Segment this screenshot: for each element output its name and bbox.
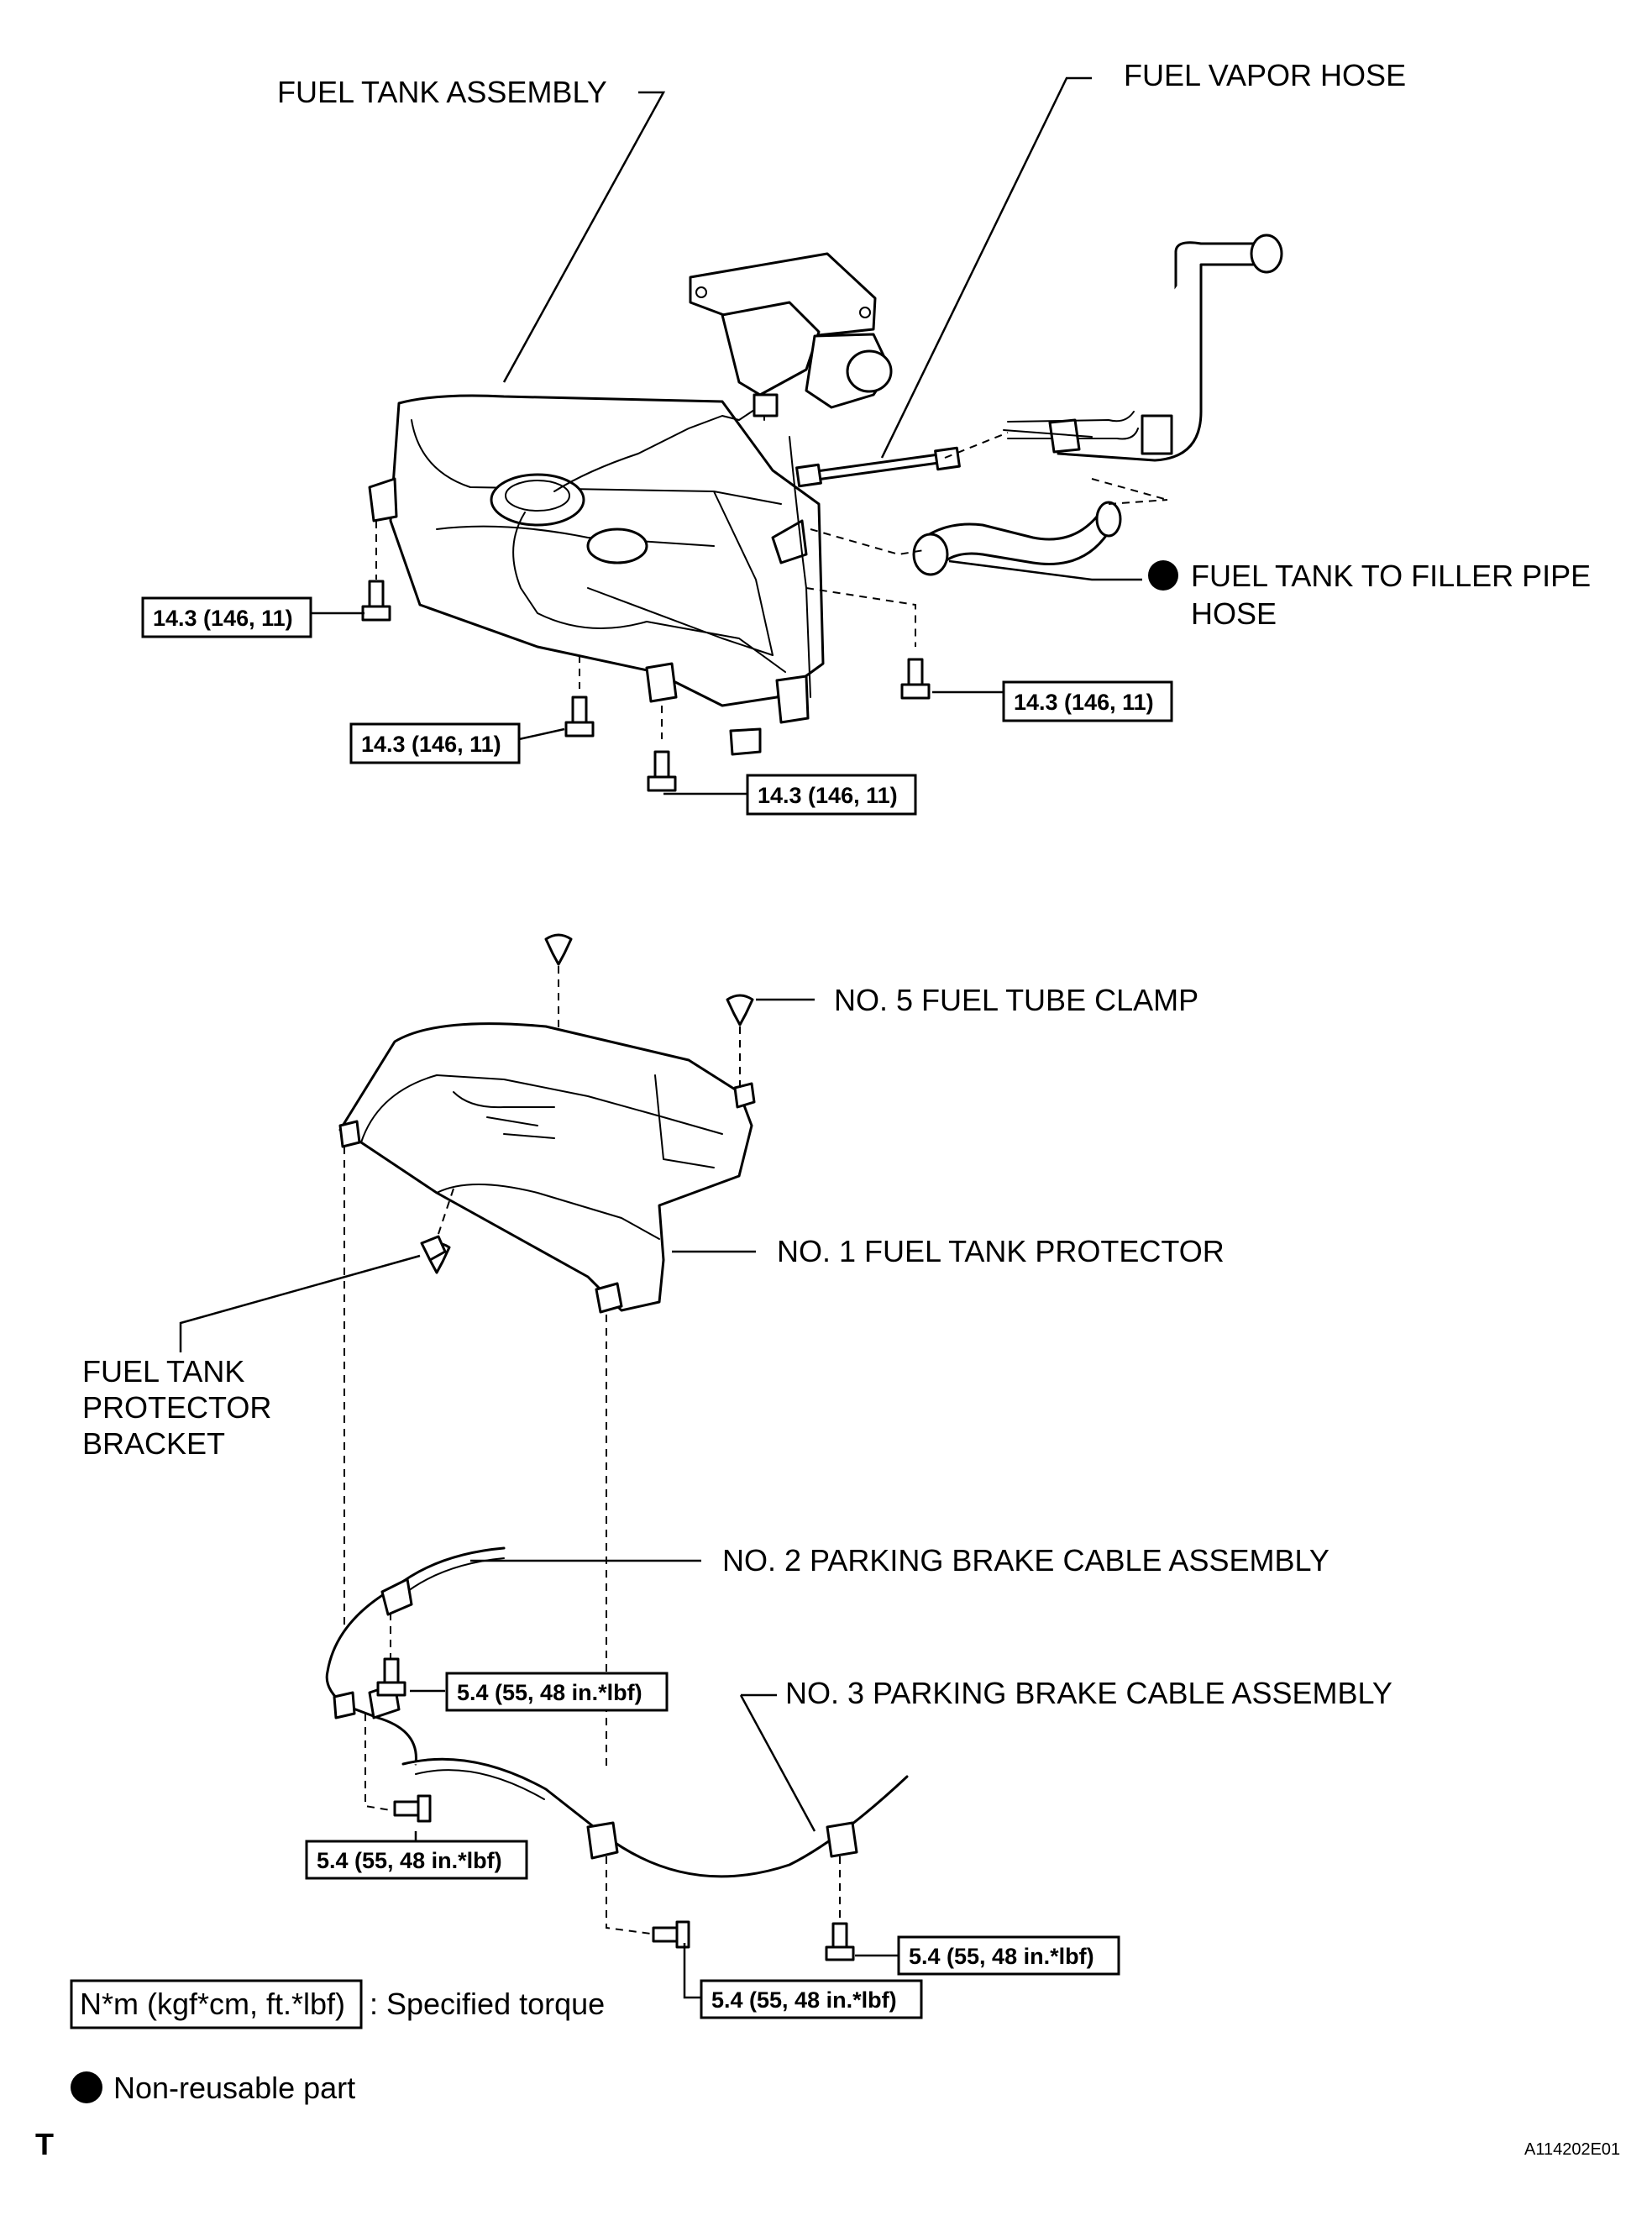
torque-spec-cable-bottom: 5.4 (55, 48 in.*lbf) xyxy=(700,1979,923,2019)
label-protector-bracket-line3: BRACKET xyxy=(82,1426,225,1461)
corner-mark: T xyxy=(35,2127,54,2161)
label-protector-bracket-line1: FUEL TANK xyxy=(82,1354,244,1389)
label-no5-fuel-tube-clamp: NO. 5 FUEL TUBE CLAMP xyxy=(834,983,1198,1017)
legend-torque-unit-box: N*m (kgf*cm, ft.*lbf) xyxy=(80,1987,345,2021)
svg-text:14.3 (146, 11): 14.3 (146, 11) xyxy=(361,732,501,757)
bolt-icon xyxy=(825,1922,855,1961)
label-filler-pipe-hose-line2: HOSE xyxy=(1191,596,1277,631)
non-reusable-dot-icon xyxy=(71,2071,102,2103)
svg-text:14.3 (146, 11): 14.3 (146, 11) xyxy=(153,606,293,631)
svg-text:5.4 (55, 48 in.*lbf): 5.4 (55, 48 in.*lbf) xyxy=(711,1987,897,2013)
bolt-icon xyxy=(647,750,677,792)
label-filler-pipe-hose-line1: FUEL TANK TO FILLER PIPE xyxy=(1191,559,1591,593)
label-fuel-tank-assembly: FUEL TANK ASSEMBLY xyxy=(277,75,607,109)
svg-text:5.4 (55, 48 in.*lbf): 5.4 (55, 48 in.*lbf) xyxy=(909,1944,1094,1969)
svg-text:14.3 (146, 11): 14.3 (146, 11) xyxy=(758,783,898,808)
legend-non-reusable: Non-reusable part xyxy=(71,2071,355,2105)
fuel-vapor-hose-drawing xyxy=(795,446,961,488)
legend-torque-unit-desc: : Specified torque xyxy=(370,1987,605,2021)
bolt-icon xyxy=(376,1657,406,1697)
alignment-lines-top xyxy=(375,432,1168,739)
figure-code: A114202E01 xyxy=(1524,2140,1620,2159)
label-no1-fuel-tank-protector: NO. 1 FUEL TANK PROTECTOR xyxy=(777,1234,1225,1268)
bolt-icon xyxy=(652,1920,690,1949)
leader-lines-middle xyxy=(179,998,815,1352)
bolt-icon xyxy=(900,658,931,700)
torque-spec-tank-left: 14.3 (146, 11) xyxy=(141,596,312,638)
alignment-lines-middle xyxy=(344,966,741,1848)
torque-spec-cable-upper: 5.4 (55, 48 in.*lbf) xyxy=(445,1672,669,1712)
fuel-tank-protector-drawing xyxy=(338,1022,756,1314)
svg-text:5.4 (55, 48 in.*lbf): 5.4 (55, 48 in.*lbf) xyxy=(317,1848,502,1873)
bolt-icon xyxy=(361,580,391,622)
bolt-icon xyxy=(564,696,595,738)
legend-non-reusable-label: Non-reusable part xyxy=(113,2071,355,2105)
fuel-tank-drawing xyxy=(368,393,825,756)
parking-brake-cable-no3-drawing xyxy=(401,1757,909,1878)
alignment-lines-bottom xyxy=(364,1613,841,1935)
torque-spec-cable-right: 5.4 (55, 48 in.*lbf) xyxy=(897,1935,1120,1976)
torque-spec-tank-bottom-left: 14.3 (146, 11) xyxy=(349,722,521,764)
legend-torque-unit: N*m (kgf*cm, ft.*lbf) : Specified torque xyxy=(70,1979,605,2029)
bolt-icons-bottom xyxy=(376,1657,855,1961)
parking-brake-cable-no2-drawing xyxy=(325,1546,506,1766)
bolt-icons-top xyxy=(361,580,931,792)
svg-text:14.3 (146, 11): 14.3 (146, 11) xyxy=(1014,690,1154,715)
protector-bracket-clip xyxy=(420,1235,447,1262)
label-no3-parking-brake-cable: NO. 3 PARKING BRAKE CABLE ASSEMBLY xyxy=(785,1676,1392,1710)
non-reusable-marker-icon xyxy=(1148,560,1178,591)
label-protector-bracket-line2: PROTECTOR xyxy=(82,1390,271,1425)
bolt-icon xyxy=(393,1794,432,1823)
torque-spec-tank-right: 14.3 (146, 11) xyxy=(1002,680,1173,722)
torque-spec-tank-bottom-mid: 14.3 (146, 11) xyxy=(746,774,917,816)
label-fuel-vapor-hose: FUEL VAPOR HOSE xyxy=(1124,58,1406,92)
leader-lines-top xyxy=(311,76,1142,795)
filler-pipe-hose-drawing xyxy=(912,501,1122,576)
filler-pipe-drawing xyxy=(1003,234,1283,462)
label-no2-parking-brake-cable: NO. 2 PARKING BRAKE CABLE ASSEMBLY xyxy=(722,1543,1329,1578)
canister-bracket-drawing xyxy=(689,252,893,409)
torque-spec-cable-lower-left: 5.4 (55, 48 in.*lbf) xyxy=(305,1840,528,1880)
svg-text:5.4 (55, 48 in.*lbf): 5.4 (55, 48 in.*lbf) xyxy=(457,1680,642,1705)
